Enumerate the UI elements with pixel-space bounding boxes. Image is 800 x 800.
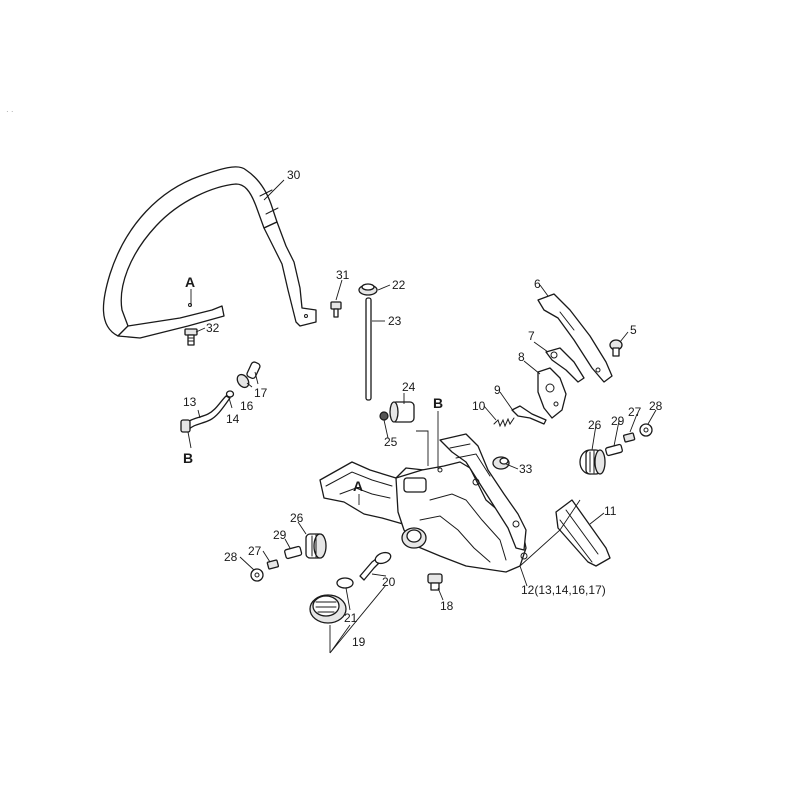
weight-17 bbox=[246, 361, 261, 380]
bolt-32 bbox=[184, 328, 198, 346]
grommet-22 bbox=[358, 283, 378, 296]
callout-16: 16 bbox=[240, 399, 254, 413]
callout-25: 25 bbox=[384, 435, 398, 449]
bolt-5 bbox=[609, 339, 623, 357]
plug-33 bbox=[492, 456, 510, 470]
callout-6: 6 bbox=[534, 277, 541, 291]
callout-19: 19 bbox=[352, 635, 366, 649]
callout-8: 8 bbox=[518, 350, 525, 364]
callout-26-left: 26 bbox=[290, 511, 304, 525]
callout-17: 17 bbox=[254, 386, 268, 400]
spring-10 bbox=[493, 417, 515, 428]
cylinder-24 bbox=[389, 401, 415, 423]
screw-27-right bbox=[622, 432, 636, 443]
callout-27-right: 27 bbox=[628, 405, 642, 419]
callout-7: 7 bbox=[528, 329, 535, 343]
damper-26-right bbox=[579, 449, 606, 475]
fuel-hose-13 bbox=[180, 395, 231, 433]
callout-5: 5 bbox=[630, 323, 637, 337]
ref-a-bottom: A bbox=[353, 478, 363, 494]
callout-18: 18 bbox=[440, 599, 454, 613]
callouts: 30 31 22 23 24 25 32 17 16 14 13 6 5 7 8… bbox=[183, 168, 663, 649]
ref-b-center: B bbox=[433, 395, 443, 411]
reference-letters: A B B A bbox=[183, 274, 443, 494]
callout-29-left: 29 bbox=[273, 528, 287, 542]
callout-14: 14 bbox=[226, 412, 240, 426]
oring-25 bbox=[379, 411, 389, 421]
washer-28-left bbox=[250, 568, 264, 582]
callout-28-right: 28 bbox=[649, 399, 663, 413]
bolt-31 bbox=[330, 301, 342, 318]
callout-11: 11 bbox=[604, 504, 617, 518]
strap-20 bbox=[359, 551, 392, 581]
spring-plate-7 bbox=[545, 347, 585, 383]
rod-23 bbox=[365, 297, 372, 401]
bumper-11 bbox=[555, 499, 611, 567]
leader-lines bbox=[187, 179, 657, 654]
brake-plate-8 bbox=[537, 367, 567, 419]
screw-18 bbox=[427, 573, 443, 591]
front-handle-bar bbox=[102, 166, 317, 339]
callout-32: 32 bbox=[206, 321, 220, 335]
washer-28-right bbox=[639, 423, 653, 437]
callout-12: 12(13,14,16,17) bbox=[521, 583, 606, 597]
callout-9: 9 bbox=[494, 383, 501, 397]
callout-28-left: 28 bbox=[224, 550, 238, 564]
callout-26-right: 26 bbox=[588, 418, 602, 432]
callout-22: 22 bbox=[392, 278, 406, 292]
ref-b-left: B bbox=[183, 450, 193, 466]
clip-14 bbox=[225, 390, 235, 398]
screw-27-left bbox=[266, 559, 280, 570]
callout-29-right: 29 bbox=[611, 414, 625, 428]
pin-9 bbox=[511, 405, 547, 425]
damper-26-left bbox=[305, 533, 327, 559]
main-housing bbox=[319, 433, 528, 573]
callout-23: 23 bbox=[388, 314, 402, 328]
ref-a-top: A bbox=[185, 274, 195, 290]
sleeve-29-right bbox=[605, 443, 623, 457]
callout-21: 21 bbox=[344, 611, 358, 625]
filter-16 bbox=[236, 373, 250, 389]
corner-mark: · · bbox=[6, 107, 14, 116]
cap-19 bbox=[309, 594, 347, 624]
callout-20: 20 bbox=[382, 575, 396, 589]
callout-13: 13 bbox=[183, 395, 197, 409]
lever-6 bbox=[537, 293, 613, 383]
callout-33: 33 bbox=[519, 462, 533, 476]
callout-27-left: 27 bbox=[248, 544, 262, 558]
oring-21 bbox=[336, 577, 354, 589]
callout-31: 31 bbox=[336, 268, 350, 282]
callout-30: 30 bbox=[287, 168, 301, 182]
callout-24: 24 bbox=[402, 380, 416, 394]
sleeve-29-left bbox=[284, 545, 303, 560]
callout-10: 10 bbox=[472, 399, 486, 413]
